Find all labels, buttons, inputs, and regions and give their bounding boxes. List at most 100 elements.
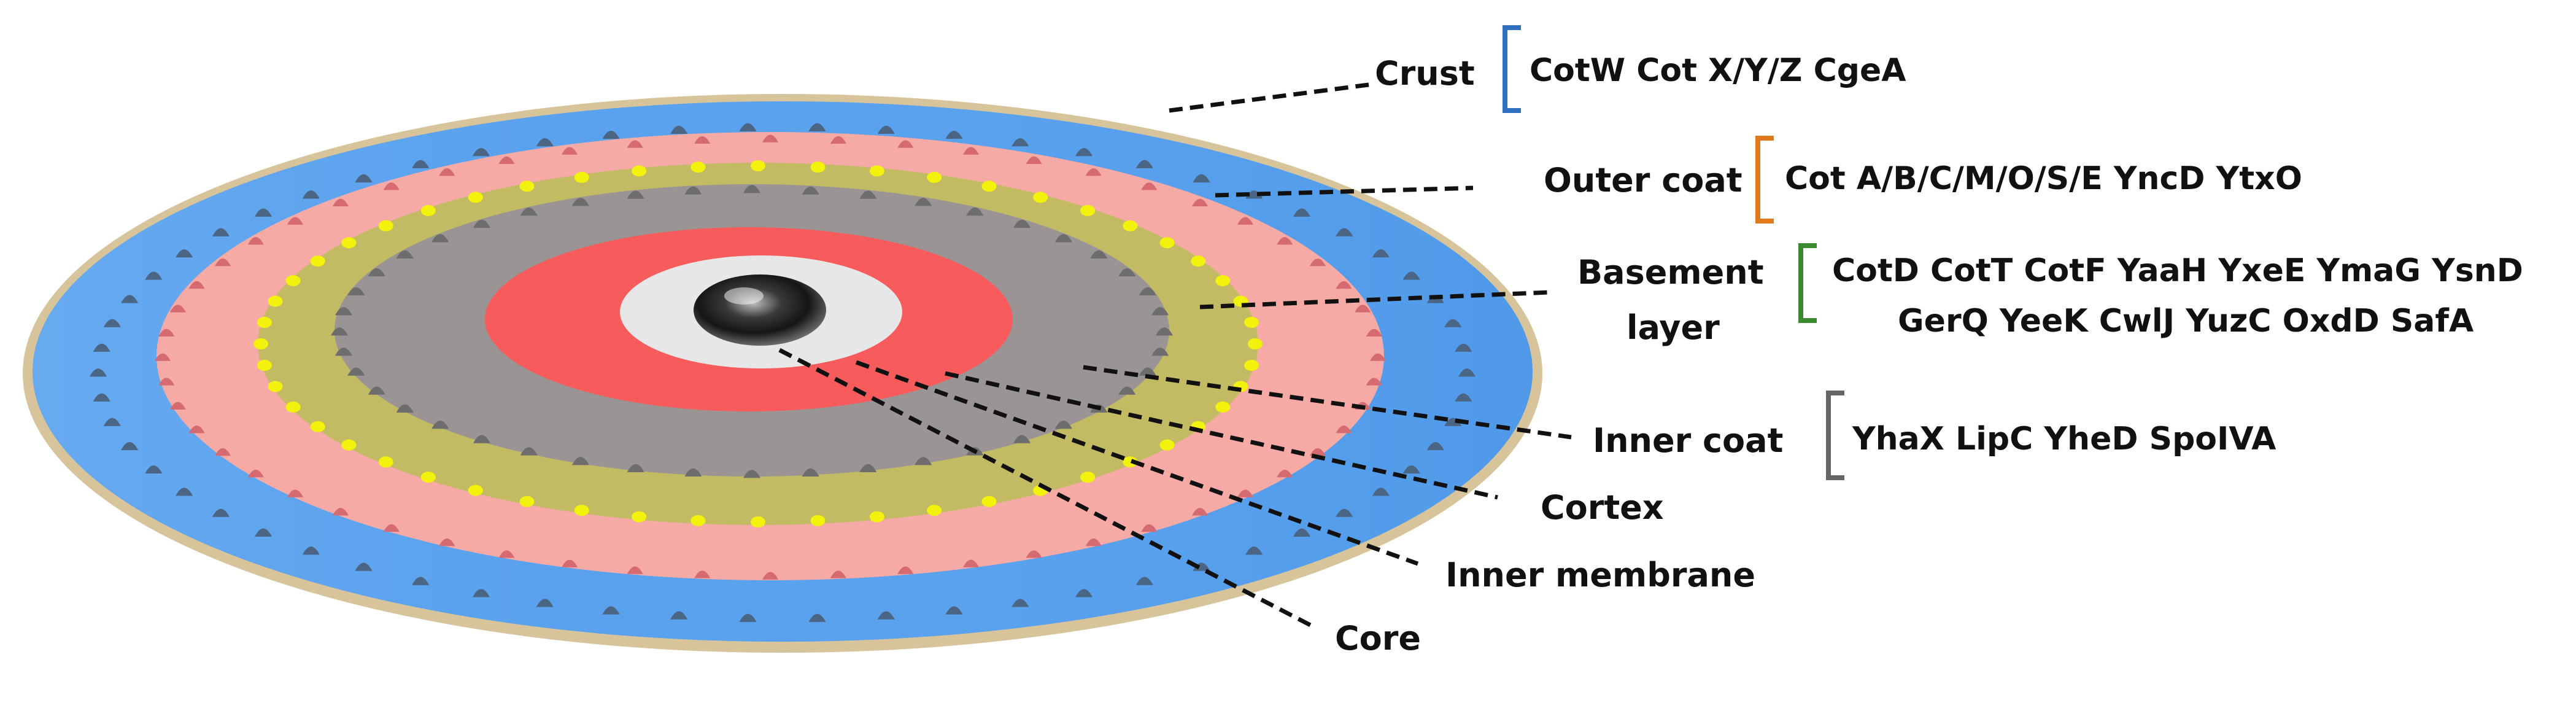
outer-coat-dot: [1355, 305, 1371, 313]
basement-dot: [810, 161, 826, 173]
basement-dot: [257, 359, 272, 371]
outer-coat-dot: [1141, 524, 1158, 532]
label-basement-line1: Basement: [1577, 253, 1764, 292]
label-cortex: Cortex: [1541, 488, 1664, 527]
inner-coat-dot: [915, 198, 932, 206]
crust-dot: [412, 160, 430, 168]
crust-dot: [602, 130, 620, 139]
inner-coat-dot: [431, 234, 449, 243]
basement-dot: [285, 275, 301, 287]
inner-coat-dots: [331, 185, 1173, 478]
crust-dot: [1075, 589, 1093, 597]
crust-dot: [536, 599, 554, 607]
core-sphere: [694, 274, 826, 346]
outer-coat-dot: [830, 136, 846, 144]
crust-dot: [412, 577, 430, 585]
basement-dot: [378, 220, 393, 231]
basement-dot: [690, 161, 706, 173]
leader-line-cortex: [945, 371, 1498, 500]
crust-dot: [145, 465, 163, 474]
crust-dot: [103, 319, 121, 327]
outer-coat-dot: [158, 329, 175, 336]
outer-coat-dot: [287, 489, 303, 497]
crust-dot: [254, 528, 272, 537]
inner-coat-dot: [684, 468, 702, 477]
crust-dot: [670, 125, 688, 134]
outer-coat-dot: [155, 353, 171, 361]
bracket-inner-coat: [1826, 391, 1844, 480]
crust-dots: [90, 123, 1476, 622]
outer-coat-dot: [383, 524, 400, 532]
crust-dot: [1455, 343, 1472, 352]
inner-coat-dot: [520, 447, 538, 456]
outer-coat-dot: [1366, 329, 1382, 336]
outer-coat-dot: [694, 136, 711, 144]
outer-coat-dot: [627, 566, 643, 574]
label-core: Core: [1335, 619, 1421, 658]
outer-coat-dot: [169, 402, 186, 410]
basement-dot: [1244, 359, 1259, 371]
basement-dot: [378, 456, 393, 468]
leader-line-inner-membrane: [855, 360, 1419, 566]
crust-dot: [1135, 160, 1153, 168]
inner-coat-dot: [1139, 287, 1156, 296]
basement-dot: [253, 338, 268, 349]
crust-dot: [176, 488, 193, 496]
crust-dot: [739, 613, 757, 622]
basement-dot: [420, 472, 436, 483]
crust-dot: [1245, 547, 1263, 555]
basement-dot: [341, 439, 357, 451]
outer-coat-dot: [562, 147, 578, 155]
basement-dot: [869, 511, 884, 523]
outer-coat-dot: [562, 559, 578, 567]
basement-dot: [468, 192, 483, 203]
inner-coat-dot: [1090, 250, 1108, 259]
inner-coat-dot: [627, 190, 644, 199]
label-inner-coat: Inner coat: [1593, 421, 1783, 460]
crust-dot: [1455, 393, 1472, 402]
crust-dot: [1458, 368, 1476, 377]
basement-dot: [927, 171, 942, 183]
basement-dot: [1123, 220, 1138, 231]
basement-dot: [981, 181, 997, 192]
inner-coat-dot: [571, 198, 589, 206]
crust-dot: [176, 249, 193, 258]
basement-dot: [1248, 338, 1263, 349]
outer-coat-dot: [247, 237, 264, 245]
inner-coat-dot: [347, 287, 365, 296]
proteins-crust: CotW Cot X/Y/Z CgeA: [1530, 52, 1906, 89]
basement-dot: [268, 381, 283, 392]
crust-dot: [1372, 249, 1390, 258]
basement-dot: [257, 317, 272, 329]
outer-coat-dot: [188, 281, 205, 289]
inner-coat-dot: [331, 327, 348, 336]
bracket-outer-coat: [1755, 136, 1774, 224]
crust-dot: [1372, 488, 1390, 496]
outer-coat-dot: [897, 140, 914, 148]
outer-coat-dot: [762, 572, 778, 580]
outer-coat-dot: [1085, 168, 1102, 176]
crust-dot: [212, 508, 230, 517]
label-crust: Crust: [1375, 54, 1475, 93]
inner-coat-dot: [335, 307, 352, 316]
inner-coat-dot: [520, 207, 538, 216]
inner-coat-dot: [859, 190, 877, 199]
inner-coat-dot: [802, 468, 819, 477]
crust-dot: [1293, 208, 1311, 217]
basement-dot: [1159, 439, 1175, 451]
proteins-outer-coat: Cot A/B/C/M/O/S/E YncD YtxO: [1785, 160, 2302, 197]
crust-dot: [1402, 271, 1420, 280]
inner-coat-dot: [335, 348, 352, 356]
basement-dot: [1191, 255, 1206, 267]
crust-dot: [1135, 577, 1153, 585]
crust-dot: [355, 174, 373, 183]
outer-coat-dot: [498, 156, 515, 165]
inner-coat-dot: [743, 470, 760, 478]
basement-dot: [632, 511, 647, 523]
outer-coat-dot: [383, 182, 400, 190]
basement-dot: [285, 401, 301, 413]
outer-coat-dot: [1237, 217, 1254, 225]
proteins-basement-line2: GerQ YeeK CwlJ YuzC OxdD SafA: [1898, 303, 2474, 340]
crust-dot: [121, 442, 139, 451]
basement-dot: [1215, 401, 1231, 413]
